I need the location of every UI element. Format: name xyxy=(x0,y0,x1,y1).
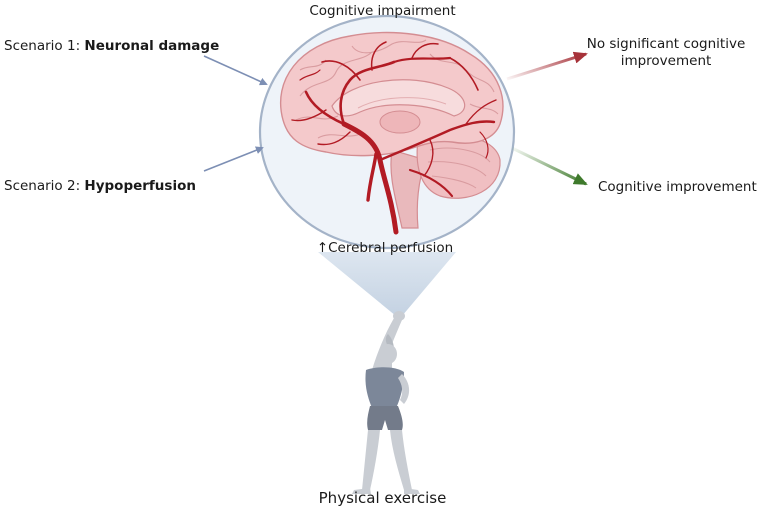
stretching-woman-icon xyxy=(352,311,420,494)
scenario2-arrow xyxy=(203,146,264,172)
scenario1-name: Neuronal damage xyxy=(84,38,220,54)
light-beam xyxy=(318,252,456,316)
physical-exercise-label: Physical exercise xyxy=(318,489,447,507)
scenario1-prefix: Scenario 1: xyxy=(4,38,85,54)
scenario2-prefix: Scenario 2: xyxy=(4,178,85,194)
scenario2-name: Hypoperfusion xyxy=(84,178,196,194)
cerebral-perfusion-label: ↑Cerebral perfusion xyxy=(300,240,470,257)
cognitive-impairment-label: Cognitive impairment xyxy=(309,3,456,19)
scenario1-arrow xyxy=(203,55,268,86)
scenario2-label: Scenario 2: Hypoperfusion xyxy=(4,178,196,195)
cerebral-perfusion-text: Cerebral perfusion xyxy=(328,240,454,256)
no-improvement-arrow xyxy=(506,51,588,81)
up-arrow-icon: ↑ xyxy=(316,240,329,256)
no-improvement-label: No significant cognitive improvement xyxy=(586,36,746,69)
scenario1-label: Scenario 1: Neuronal damage xyxy=(4,38,219,55)
brain-with-vessels-icon xyxy=(279,31,504,235)
improvement-label: Cognitive improvement xyxy=(598,179,757,195)
improvement-arrow xyxy=(511,146,588,186)
